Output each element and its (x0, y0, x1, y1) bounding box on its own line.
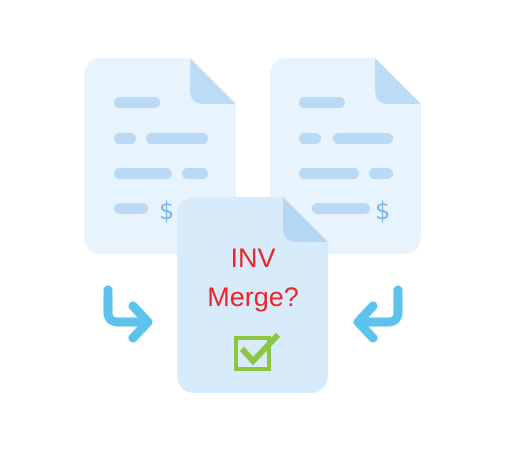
text-line (114, 133, 136, 144)
invoice-document-right: $ (270, 58, 421, 254)
text-line (333, 133, 393, 144)
invoice-left-fold (190, 58, 236, 104)
merged-invoice-fold (283, 197, 328, 242)
text-line (299, 133, 321, 144)
text-line (312, 203, 370, 214)
arrow-head (128, 301, 153, 343)
text-line (182, 168, 208, 179)
text-line (146, 133, 208, 144)
invoice-left-currency-symbol: $ (159, 197, 174, 225)
text-line (114, 203, 148, 214)
check-mark (239, 332, 281, 366)
invoice-right-text-lines (299, 97, 393, 214)
merged-invoice-question: Merge? (207, 282, 299, 312)
merged-invoice-sheet (177, 197, 328, 393)
text-line (299, 97, 345, 108)
merged-invoice-title: INV (230, 243, 275, 273)
invoice-left-text-lines (114, 97, 208, 214)
arrow-down-right-icon (103, 285, 153, 343)
checkbox-checked-icon (234, 332, 281, 371)
arrow-shaft (355, 285, 403, 327)
invoice-right-fold (375, 58, 421, 104)
text-line (114, 168, 172, 179)
invoice-right-currency-symbol: $ (375, 197, 390, 225)
arrow-down-left-icon (353, 285, 403, 343)
text-line (369, 168, 393, 179)
arrow-head (353, 301, 378, 343)
checkbox-frame (234, 336, 271, 371)
text-line (114, 97, 160, 108)
merged-invoice-document: INV Merge? (177, 197, 328, 393)
text-line (299, 168, 359, 179)
arrow-shaft (103, 285, 151, 327)
